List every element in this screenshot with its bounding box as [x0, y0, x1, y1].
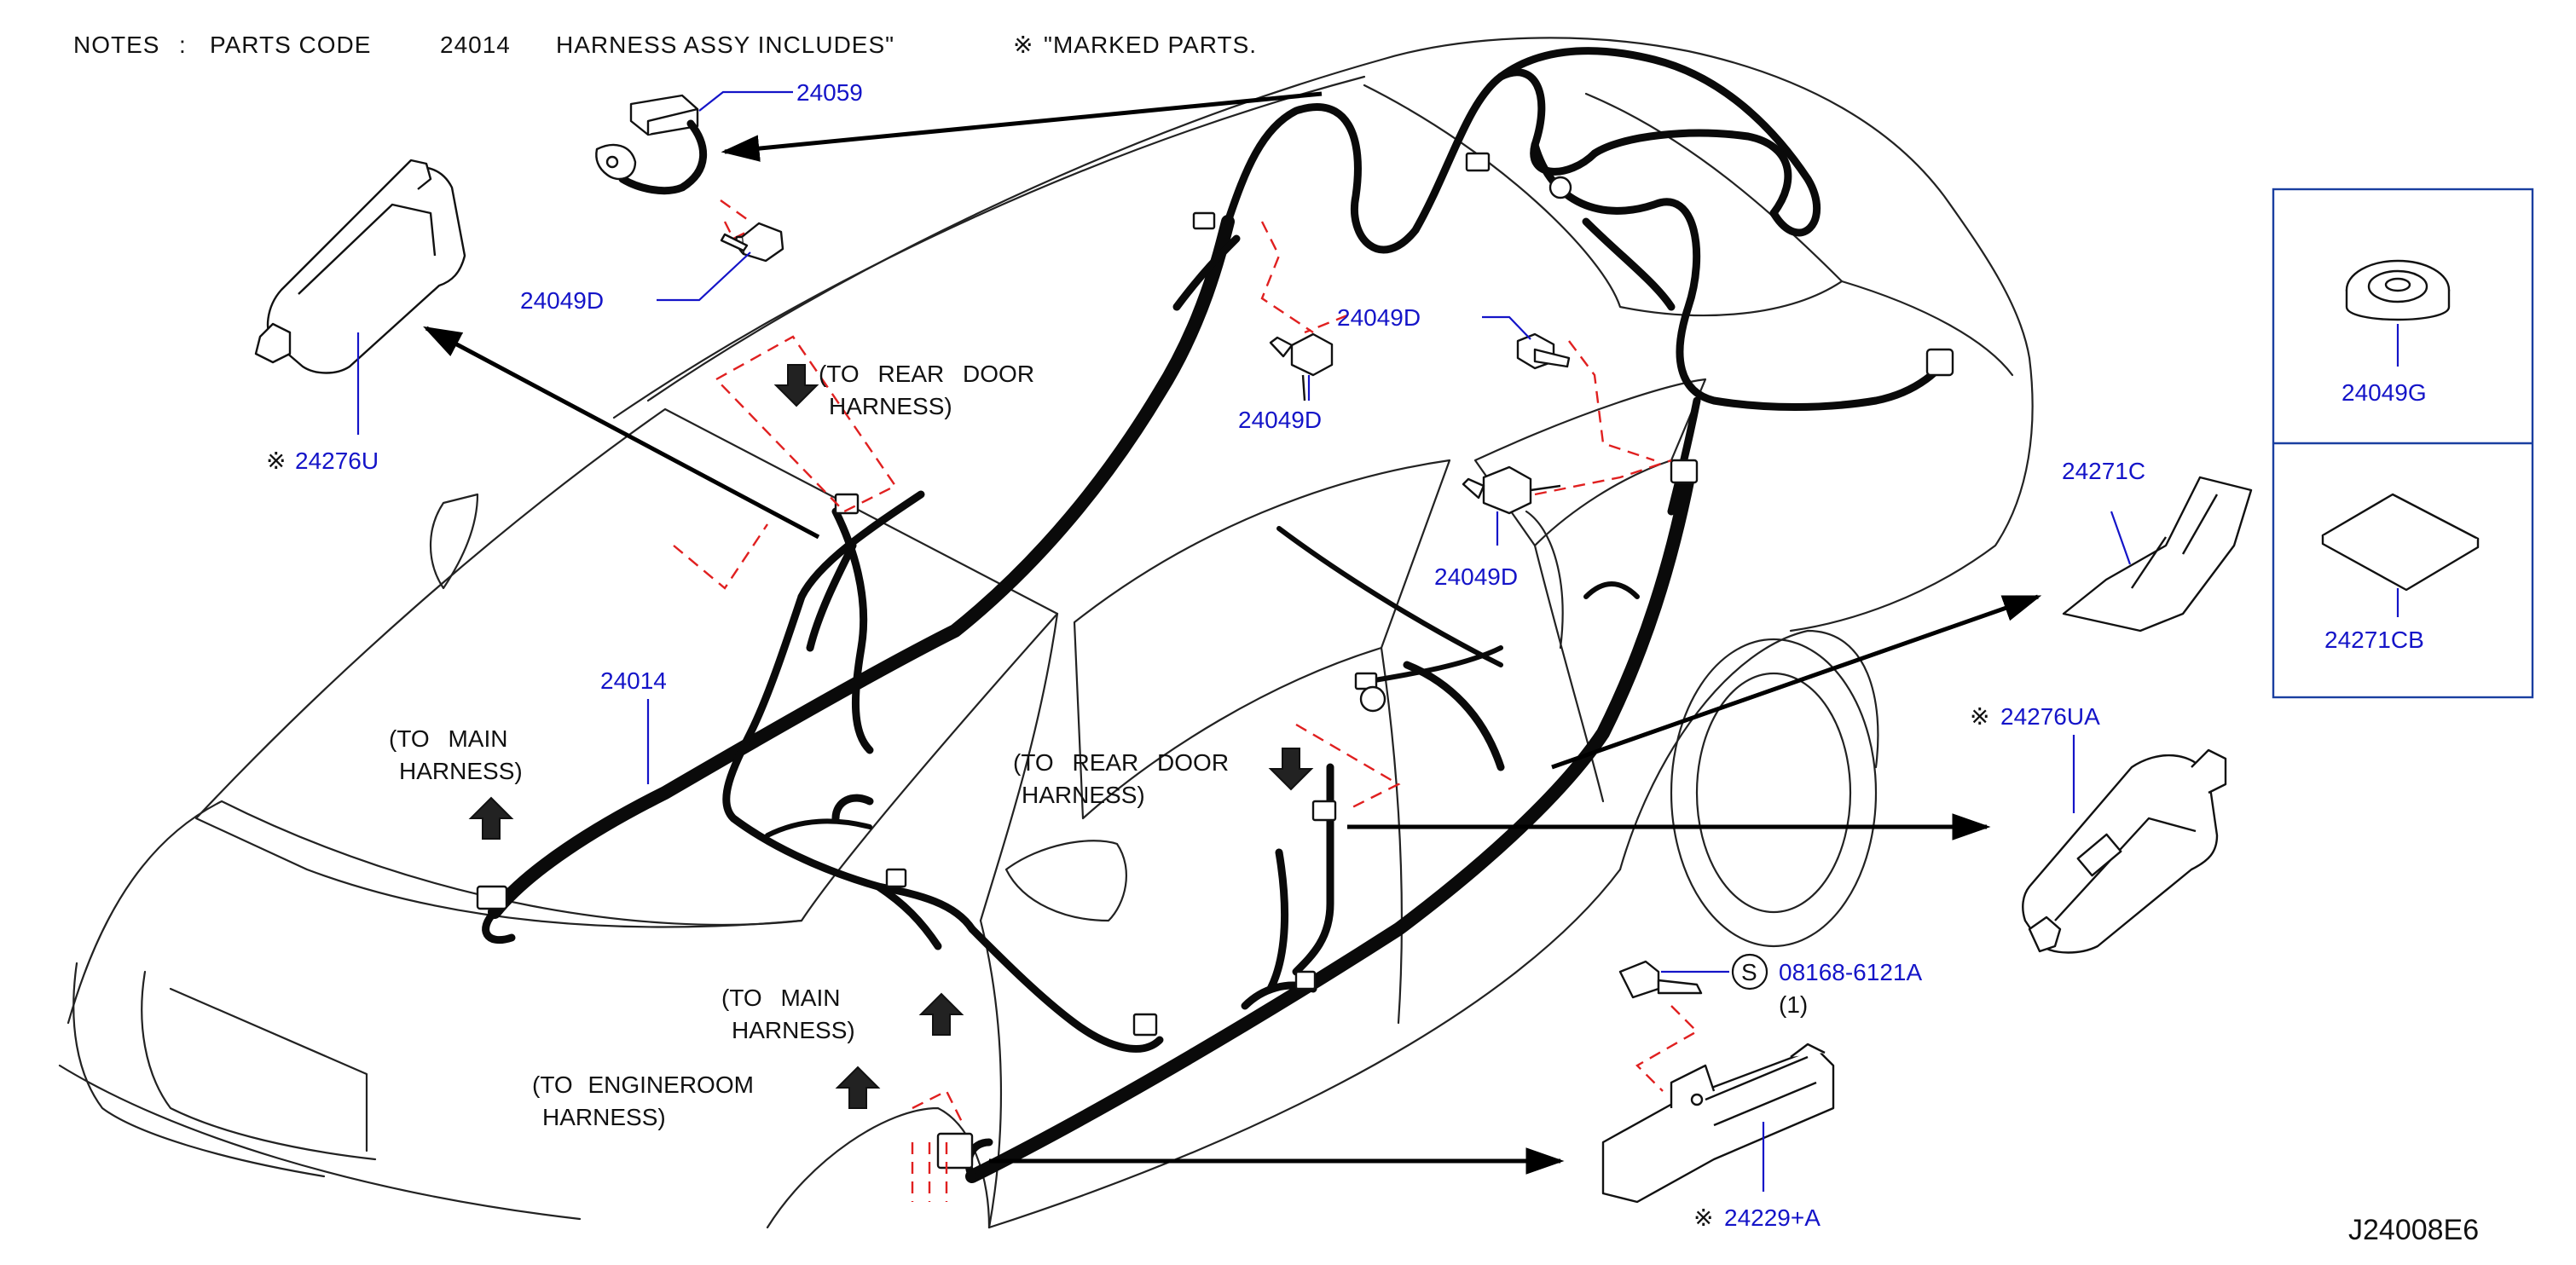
detail-box — [2272, 188, 2534, 699]
connector-roof-1 — [1192, 211, 1216, 230]
notes-code: 24014 — [440, 32, 511, 58]
grommet-door — [1359, 685, 1386, 713]
notes-includes: HARNESS ASSY INCLUDES" — [556, 32, 894, 58]
part-24271C-drawing[interactable] — [2062, 476, 2253, 632]
callout-main-2-line2: HARNESS) — [732, 1017, 855, 1043]
marked-symbol-24276UA: ※ — [1970, 703, 1989, 730]
callout-rear-door-1-line2: HARNESS) — [829, 393, 952, 419]
arrow-down-rear-door-2 — [1268, 748, 1314, 791]
callout-rear-door-1-line1: (TO REAR DOOR — [819, 361, 1034, 387]
leader-lines — [356, 90, 2132, 1192]
connector-main-left — [476, 885, 508, 910]
callout-block-arrows — [468, 364, 1314, 1109]
part-24049D-lower-drawing[interactable] — [1462, 465, 1561, 515]
connector-engineroom — [936, 1132, 974, 1170]
label-24271C[interactable]: 24271C — [2062, 458, 2145, 484]
callout-main-1-line2: HARNESS) — [399, 758, 523, 784]
label-08168-qty: (1) — [1779, 991, 1808, 1018]
notes-marked: "MARKED PARTS. — [1044, 32, 1257, 58]
indicator-dashes — [673, 220, 1699, 1202]
label-08168[interactable]: 08168-6121A — [1779, 959, 1922, 985]
marked-symbol-24229A: ※ — [1693, 1204, 1713, 1231]
label-24049G[interactable]: 24049G — [2342, 379, 2427, 406]
connector-trunk — [1925, 348, 1954, 377]
part-24229A-drawing[interactable] — [1601, 1043, 1835, 1204]
connector-lower-2 — [1294, 970, 1317, 991]
direction-arrows — [423, 91, 2042, 1175]
label-24049D-right[interactable]: 24049D — [1434, 563, 1518, 590]
label-24271CB[interactable]: 24271CB — [2324, 627, 2424, 653]
part-24049G-drawing[interactable] — [2345, 259, 2451, 321]
callout-rear-door-2-line2: HARNESS) — [1022, 782, 1145, 808]
car-body-outline — [58, 37, 2034, 1229]
harness-connectors — [476, 152, 1954, 1170]
connector-rear-1 — [1670, 459, 1699, 484]
label-24049D-mid2[interactable]: 24049D — [1238, 407, 1322, 433]
grommet-roof — [1548, 176, 1572, 199]
part-labels: 24059 24049D ※ 24276U 24049D 24049D 2404… — [266, 79, 2427, 1231]
callout-rear-door-2-line1: (TO REAR DOOR — [1013, 749, 1229, 776]
callout-main-1-line1: (TO MAIN — [389, 725, 507, 752]
harness-assy-24014[interactable] — [482, 47, 1948, 1183]
label-24276U[interactable]: 24276U — [295, 448, 379, 474]
connector-rear-door-2 — [1311, 800, 1337, 822]
callout-texts: (TO REAR DOOR HARNESS) (TO MAIN HARNESS)… — [389, 361, 1229, 1130]
screw-symbol-circle — [1731, 953, 1768, 991]
label-24276UA[interactable]: 24276UA — [2000, 703, 2100, 730]
connector-lower-1 — [1132, 1013, 1158, 1037]
arrow-up-main-2 — [918, 992, 964, 1036]
arrow-down-rear-door-1 — [773, 364, 819, 407]
marked-symbol-24276U: ※ — [266, 448, 286, 474]
part-24049D-right-drawing[interactable] — [1516, 332, 1571, 370]
part-24271CB-drawing[interactable] — [2321, 493, 2480, 592]
label-24049D-mid[interactable]: 24049D — [1337, 304, 1421, 331]
callout-engineroom-line1: (TO ENGINEROOM — [532, 1071, 754, 1098]
part-24049D-mid-drawing[interactable] — [1269, 332, 1334, 401]
part-24049D-top-drawing[interactable] — [720, 199, 784, 263]
connector-dash-1 — [885, 868, 907, 888]
notes-prefix: NOTES — [73, 32, 159, 58]
notes-colon: : — [179, 32, 187, 58]
screw-symbol: S — [1741, 959, 1757, 985]
callout-main-2-line1: (TO MAIN — [721, 985, 840, 1011]
part-24059-drawing[interactable] — [595, 94, 707, 195]
arrow-up-main-1 — [468, 796, 514, 840]
label-24014[interactable]: 24014 — [600, 667, 667, 694]
label-24059[interactable]: 24059 — [796, 79, 863, 106]
arrow-up-engineroom — [835, 1066, 881, 1109]
notes-marked-symbol: ※ — [1013, 32, 1033, 58]
part-08168-drawing[interactable] — [1618, 960, 1703, 999]
label-24229A[interactable]: 24229+A — [1724, 1204, 1821, 1231]
callout-engineroom-line2: HARNESS) — [542, 1104, 666, 1130]
label-24049D-top[interactable]: 24049D — [520, 287, 604, 314]
diagram-reference: J24008E6 — [2348, 1214, 2479, 1246]
notes-line: NOTES : PARTS CODE 24014 HARNESS ASSY IN… — [73, 32, 1257, 58]
notes-parts-code: PARTS CODE — [210, 32, 371, 58]
part-24276U-drawing[interactable] — [254, 159, 466, 374]
connector-roof-2 — [1465, 152, 1491, 172]
part-24276UA-drawing[interactable] — [2022, 748, 2227, 954]
